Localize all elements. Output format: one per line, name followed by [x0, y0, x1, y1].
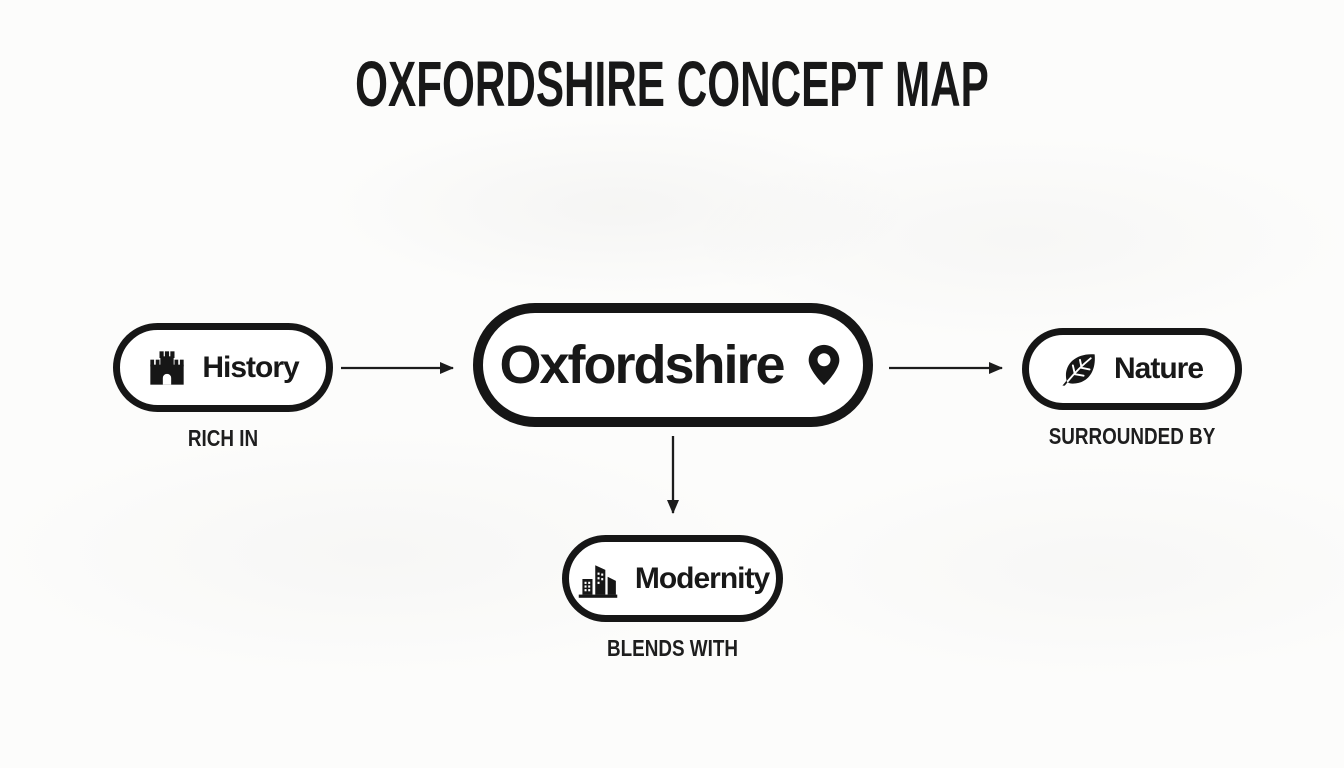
- node-group-modernity: Modernity BLENDS WITH: [562, 535, 783, 662]
- relation-label-surrounded-by: SURROUNDED BY: [1048, 423, 1216, 449]
- node-group-nature: Nature SURROUNDED BY: [1022, 328, 1242, 450]
- leaf-icon: [1061, 350, 1099, 388]
- castle-icon: [147, 348, 187, 388]
- relation-label-rich-in: RICH IN: [187, 425, 259, 451]
- node-oxfordshire-label: Oxfordshire: [499, 335, 785, 395]
- node-oxfordshire: Oxfordshire: [473, 303, 873, 427]
- node-group-oxfordshire: Oxfordshire: [473, 303, 873, 427]
- node-history: History: [113, 323, 333, 412]
- relation-label-blends-with: BLENDS WITH: [607, 635, 738, 661]
- buildings-icon: [576, 557, 620, 601]
- node-history-label: History: [202, 350, 299, 384]
- node-nature-label: Nature: [1113, 352, 1204, 385]
- page-title: OXFORDSHIRE CONCEPT MAP: [355, 48, 989, 120]
- node-nature: Nature: [1022, 328, 1242, 410]
- node-group-history: History RICH IN: [113, 323, 333, 452]
- location-pin-icon: [801, 342, 847, 388]
- node-modernity-label: Modernity: [634, 561, 770, 595]
- node-modernity: Modernity: [562, 535, 783, 622]
